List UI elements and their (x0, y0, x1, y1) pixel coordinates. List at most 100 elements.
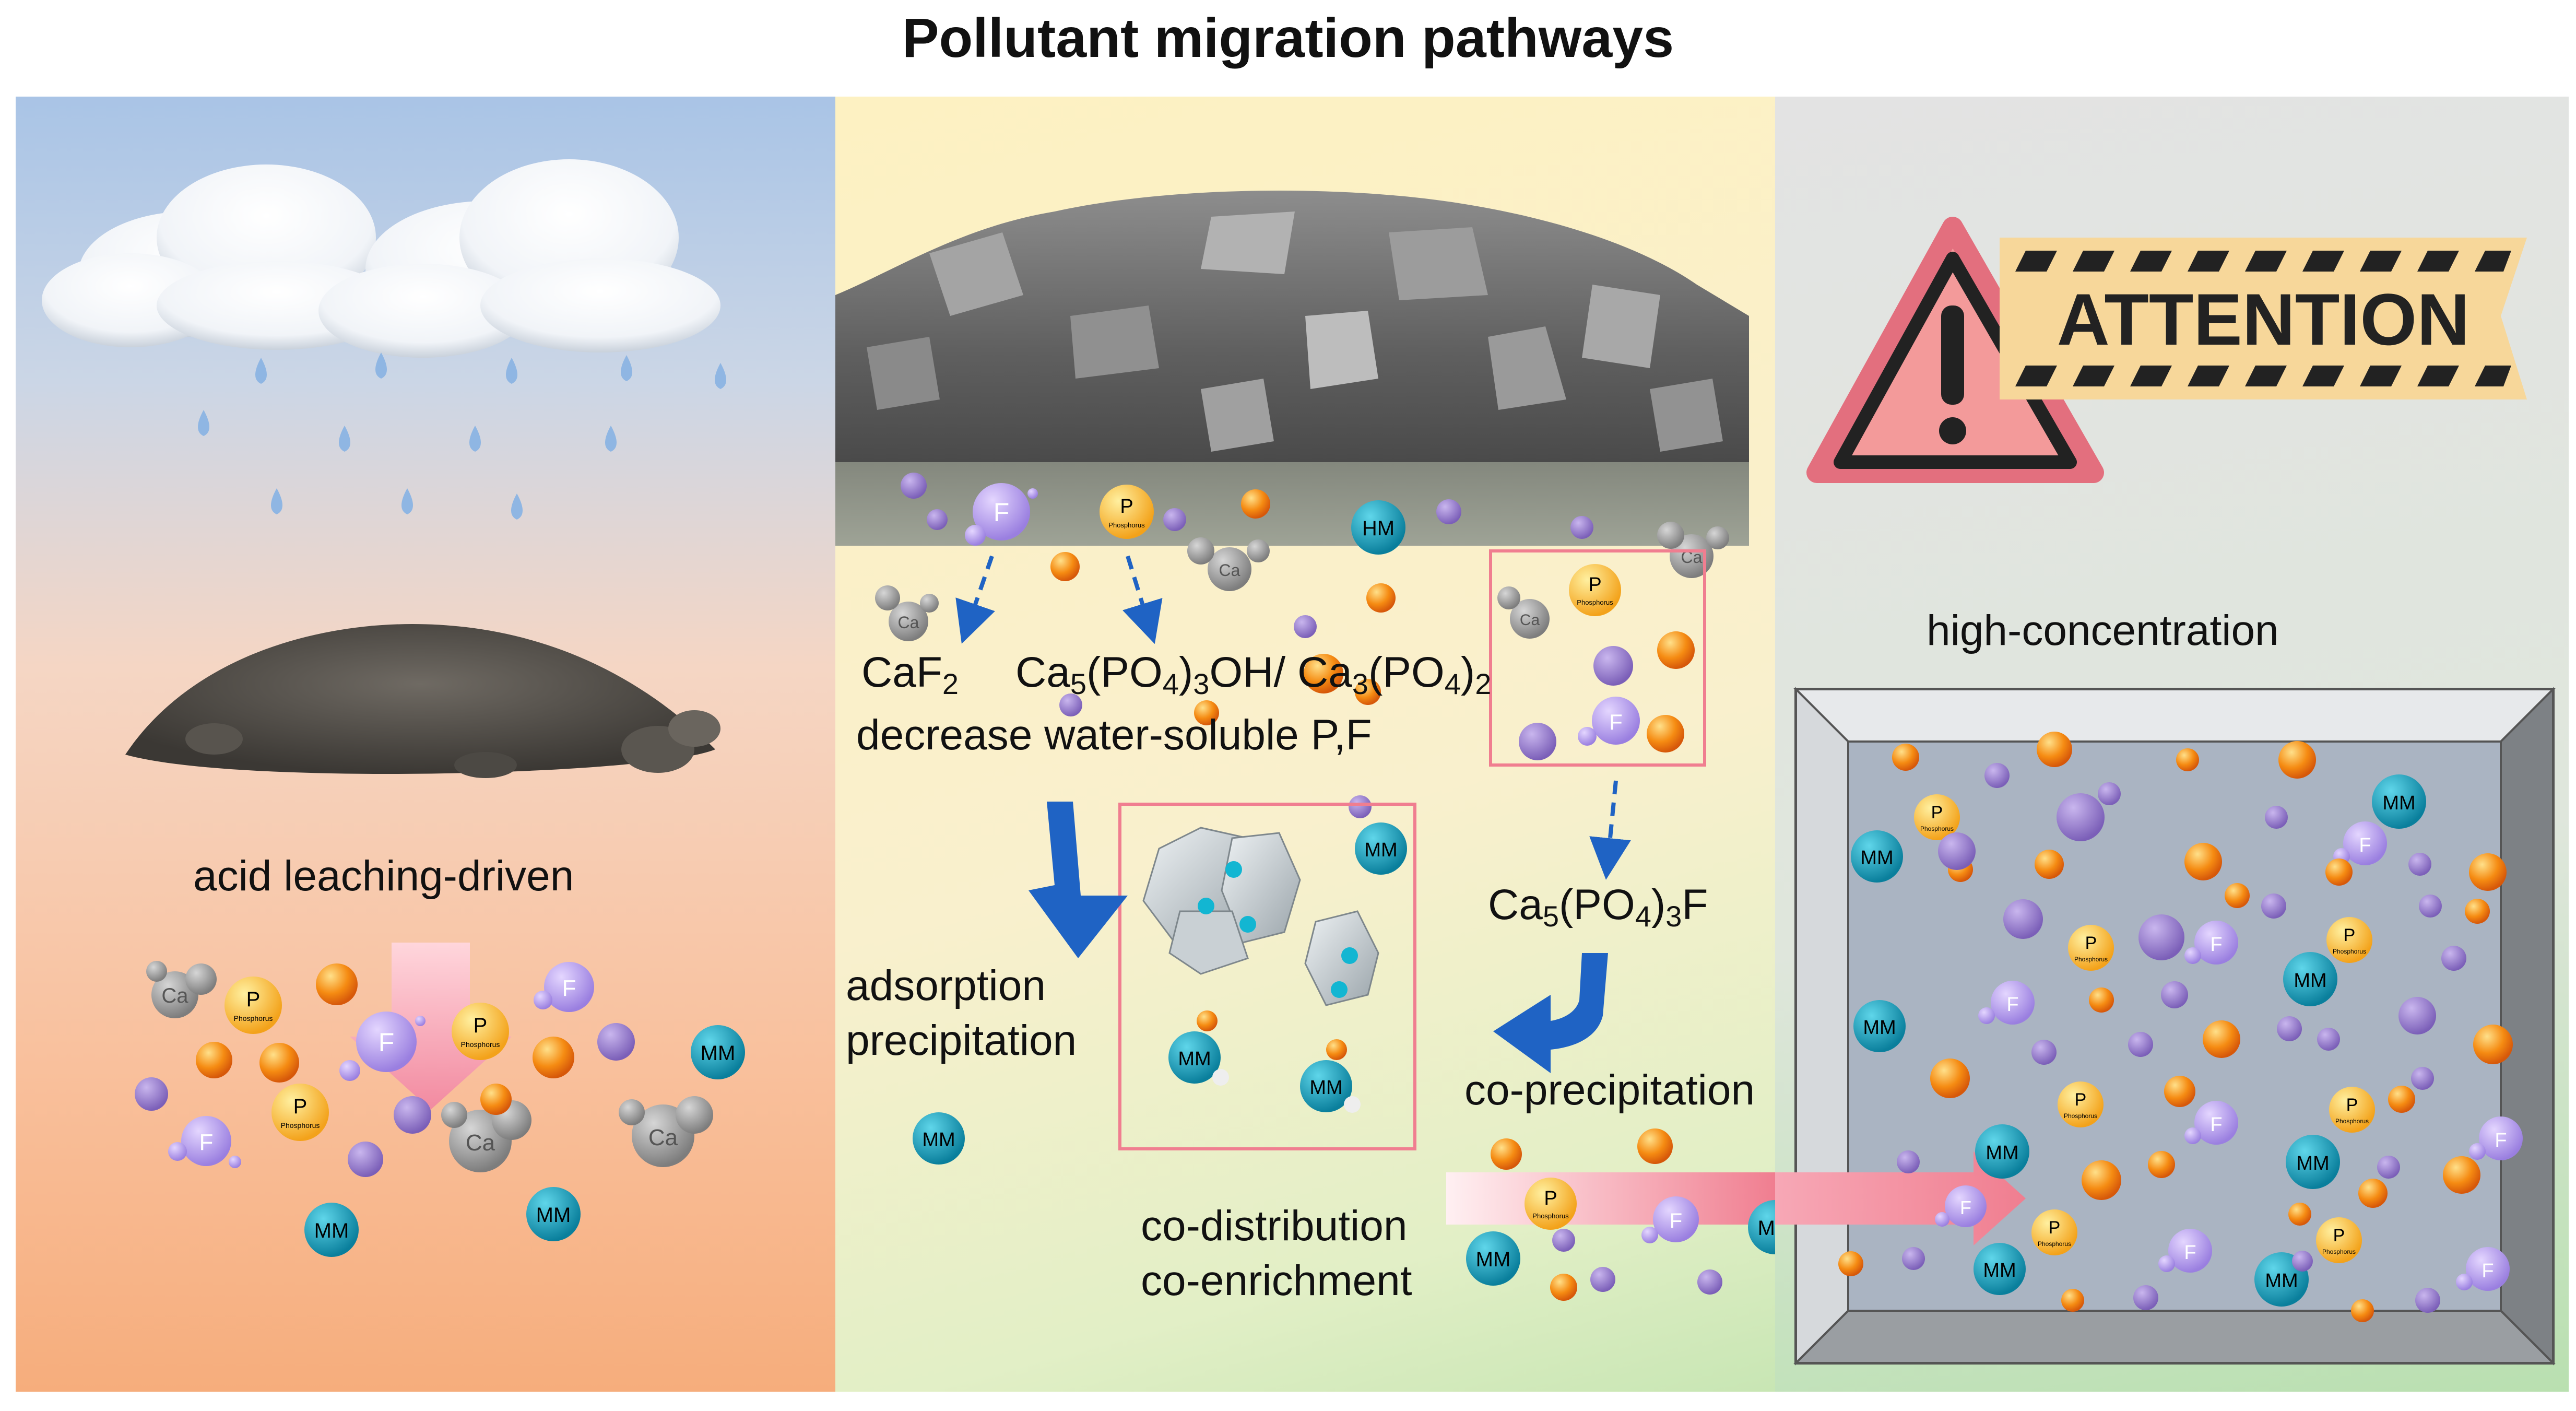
svg-text:Phosphorus: Phosphorus (2335, 1118, 2369, 1125)
phosphorus-particle: P Phosphorus (2326, 917, 2372, 963)
svg-text:MM: MM (314, 1219, 349, 1242)
adsorption-box (1118, 803, 1416, 1150)
page-title: Pollutant migration pathways (902, 7, 1674, 69)
ca-particle: Ca (619, 1096, 713, 1167)
fluorine-particle: F (965, 483, 1038, 546)
purple-particle (597, 1023, 635, 1061)
curved-arrow-down (1029, 802, 1128, 958)
orange-particle (1050, 552, 1080, 581)
mm-particle: MM (1168, 1010, 1229, 1086)
svg-text:MM: MM (1983, 1260, 2016, 1281)
mm-particle: MM (1974, 1243, 2026, 1295)
purple-particle (1519, 723, 1556, 760)
mm-particle: MM (691, 1025, 745, 1079)
mm-particle: MM (1975, 1124, 2029, 1179)
co-enrichment-arrow (1446, 1172, 1775, 1225)
orange-particle (1194, 700, 1219, 725)
svg-text:F: F (2210, 934, 2222, 956)
svg-text:Phosphorus: Phosphorus (281, 1121, 320, 1130)
middle-panel-graphics: F P Phosphorus HM Ca Ca Ca (835, 191, 1775, 1301)
svg-text:Phosphorus: Phosphorus (1532, 1212, 1569, 1220)
purple-particle (1897, 763, 2466, 1313)
adsorption-label: adsorption (846, 962, 1046, 1009)
svg-text:MM: MM (2294, 970, 2326, 992)
fluorine-particle: F (2184, 1101, 2238, 1145)
svg-text:F: F (2359, 834, 2371, 856)
purple-particle (927, 509, 948, 530)
leached-pollutant-cluster: Ca Ca Ca P Phosphorus P Phosphorus (135, 961, 745, 1257)
svg-text:Ca: Ca (648, 1125, 678, 1150)
purple-particle (1436, 499, 1461, 524)
crystal-aggregate (1304, 910, 1379, 1006)
fluorine-particle: F (1578, 697, 1640, 746)
phosphorus-particle: P Phosphorus (2068, 925, 2114, 971)
decrease-label: decrease water-soluble P,F (856, 711, 1372, 759)
svg-text:Ca: Ca (898, 613, 919, 632)
purple-particle (1593, 646, 1633, 686)
mm-particle: MM (1851, 830, 1903, 883)
svg-text:F: F (562, 975, 576, 1001)
co-enrichment-label: co-enrichment (1141, 1257, 1412, 1304)
fluorine-particle: F (168, 1116, 241, 1168)
phosphorus-particle: P Phosphorus (2316, 1217, 2362, 1263)
svg-text:P: P (1931, 803, 1943, 822)
coprecipitation-box (1489, 549, 1706, 767)
svg-text:P: P (246, 988, 261, 1011)
svg-text:MM: MM (536, 1204, 571, 1227)
orange-particle (1355, 679, 1381, 705)
mm-particle: MM (913, 1112, 965, 1165)
svg-text:Phosphorus: Phosphorus (2333, 948, 2366, 955)
purple-particle (1590, 1267, 1615, 1292)
middle-panel-transformation: F P Phosphorus HM Ca Ca Ca (835, 97, 1775, 1392)
soil-pile (125, 624, 720, 778)
caf2-label: CaF2 (861, 649, 959, 700)
purple-particle (1163, 508, 1186, 531)
svg-text:MM: MM (1364, 839, 1397, 861)
svg-text:Phosphorus: Phosphorus (234, 1014, 273, 1022)
svg-text:Ca: Ca (1520, 612, 1540, 629)
svg-text:MM: MM (1758, 1217, 1775, 1240)
orange-particle (1637, 1128, 1673, 1164)
svg-text:Phosphorus: Phosphorus (2074, 956, 2108, 963)
cloud-icon (318, 159, 720, 358)
svg-text:P: P (2085, 933, 2097, 953)
svg-text:F: F (199, 1130, 214, 1155)
svg-text:Phosphorus: Phosphorus (2322, 1248, 2356, 1255)
dashed-arrow (1122, 555, 1163, 644)
purple-particle (1059, 693, 1082, 716)
purple-particle (348, 1142, 383, 1177)
svg-text:P: P (2333, 1226, 2345, 1245)
svg-text:P: P (474, 1014, 488, 1037)
svg-text:MM: MM (1476, 1248, 1511, 1271)
svg-text:MM: MM (2296, 1153, 2329, 1174)
fluorine-particle: F (2333, 821, 2387, 865)
co-distribution-label: co-distribution (1141, 1202, 1408, 1250)
mm-particle: MM (2372, 774, 2426, 829)
dashed-arrow (1589, 780, 1631, 880)
mm-particle: MM (304, 1203, 359, 1257)
svg-text:MM: MM (922, 1129, 955, 1151)
purple-particle (1697, 1269, 1722, 1295)
hm-particle: HM (1351, 500, 1405, 555)
left-panel-graphics: Ca Ca Ca P Phosphorus P Phosphorus (42, 159, 745, 1257)
phosphorus-particle: P Phosphorus (1100, 485, 1154, 539)
phosphorus-particle: P Phosphorus (224, 977, 282, 1034)
mm-particle: MM (1466, 1231, 1520, 1286)
ca-particle: Ca (1497, 586, 1550, 639)
orange-particle (1491, 1138, 1522, 1170)
orange-particle (1550, 1274, 1577, 1301)
svg-text:P: P (1120, 496, 1133, 518)
orange-particle (316, 963, 358, 1005)
orange-particle (1838, 732, 2513, 1322)
svg-text:P: P (2344, 925, 2356, 945)
svg-text:P: P (2075, 1090, 2087, 1110)
right-panel-graphics: ATTENTION MM MM MM MM MM MM MM MM PPhosp… (1775, 217, 2556, 1366)
mm-particle: MM (1853, 1000, 1906, 1052)
phosphogypsum-rock-pile (835, 191, 1749, 546)
orange-particle (1304, 654, 1343, 693)
svg-text:Phosphorus: Phosphorus (1108, 521, 1145, 529)
fluorine-particle: F (2158, 1229, 2212, 1273)
left-panel-acid-leaching: Ca Ca Ca P Phosphorus P Phosphorus (16, 97, 835, 1392)
crystal-aggregate (1142, 827, 1301, 975)
